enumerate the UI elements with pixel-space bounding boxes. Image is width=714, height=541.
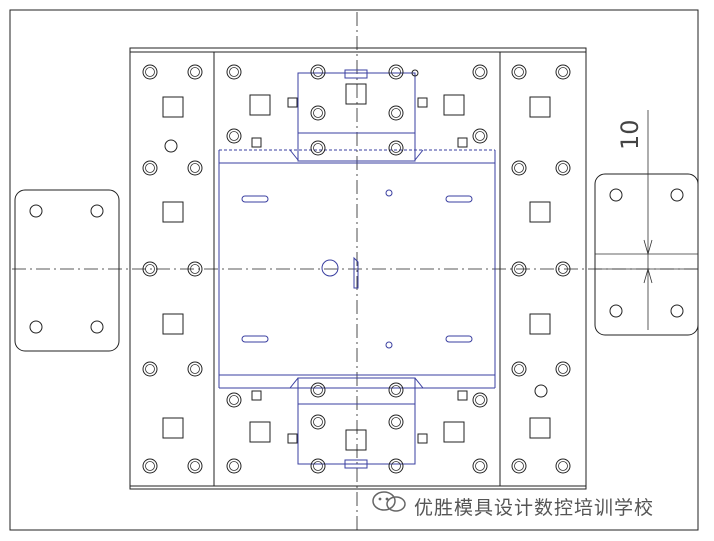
plate-hole [164, 139, 178, 153]
guide-square [417, 433, 428, 444]
bolt-hole [310, 382, 326, 398]
bolt-hole [142, 64, 158, 80]
bolt-hole [388, 382, 404, 398]
bolt-hole [511, 458, 527, 474]
bolt-hole [226, 128, 242, 144]
bolt-hole [187, 458, 203, 474]
guide-square [443, 94, 465, 116]
dimension-label: 10 [616, 119, 644, 150]
bolt-hole [472, 458, 488, 474]
plate-hole [90, 320, 104, 334]
plate-hole [609, 188, 623, 202]
wechat-logo-icon [370, 489, 410, 515]
bolt-hole [555, 160, 571, 176]
bolt-hole [142, 458, 158, 474]
bolt-hole [555, 361, 571, 377]
bolt-hole [310, 105, 326, 121]
bolt-hole [187, 261, 203, 277]
plate-hole [90, 204, 104, 218]
guide-square [443, 421, 465, 443]
bolt-hole [555, 261, 571, 277]
mold-base [129, 47, 587, 490]
bolt-hole [511, 361, 527, 377]
bolt-hole [187, 160, 203, 176]
plate-hole [29, 204, 43, 218]
bolt-holes [29, 64, 684, 474]
cavity-insert [218, 69, 496, 469]
bolt-hole [555, 458, 571, 474]
bolt-hole [388, 414, 404, 430]
bolt-hole [511, 64, 527, 80]
bolt-hole [388, 458, 404, 474]
guide-square [251, 137, 262, 148]
guide-square [249, 94, 271, 116]
guide-square [457, 137, 468, 148]
left-clamp-plate [14, 189, 120, 352]
plate-hole [670, 304, 684, 318]
bolt-hole [388, 105, 404, 121]
plate-hole [609, 304, 623, 318]
guide-square [162, 201, 184, 223]
bolt-hole [187, 361, 203, 377]
watermark-text: 优胜模具设计数控培训学校 [414, 497, 655, 519]
bolt-hole [472, 64, 488, 80]
guide-square [249, 421, 271, 443]
bolt-hole [142, 361, 158, 377]
guide-square [457, 390, 468, 401]
right-clamp-plate [594, 173, 699, 336]
bolt-hole [187, 64, 203, 80]
bolt-hole [310, 458, 326, 474]
plate-hole [411, 69, 419, 77]
plate-hole [670, 188, 684, 202]
bolt-hole [142, 160, 158, 176]
bolt-hole [388, 64, 404, 80]
bolt-hole [388, 140, 404, 156]
bolt-hole [472, 392, 488, 408]
guide-square [417, 97, 428, 108]
guide-square [162, 417, 184, 439]
guide-square [287, 433, 298, 444]
guide-square [529, 313, 551, 335]
bolt-hole [226, 64, 242, 80]
bolt-hole [142, 261, 158, 277]
guide-square [162, 313, 184, 335]
guide-square [162, 96, 184, 118]
guide-square [529, 96, 551, 118]
bolt-hole [511, 261, 527, 277]
bolt-hole [310, 140, 326, 156]
plate-hole [29, 320, 43, 334]
ejector-slots [241, 195, 473, 343]
guide-squares [162, 83, 551, 451]
guide-square [345, 429, 367, 451]
guide-square [251, 390, 262, 401]
dimension-annotation: 10 [595, 110, 698, 330]
bolt-hole [310, 414, 326, 430]
guide-square [529, 417, 551, 439]
plate-hole [534, 384, 548, 398]
bolt-hole [511, 160, 527, 176]
bolt-hole [472, 128, 488, 144]
guide-square [287, 97, 298, 108]
bolt-hole [555, 64, 571, 80]
bolt-hole [310, 64, 326, 80]
guide-square [345, 83, 367, 105]
guide-square [529, 201, 551, 223]
sprue-center [321, 189, 393, 349]
bolt-hole [226, 458, 242, 474]
bolt-hole [226, 392, 242, 408]
